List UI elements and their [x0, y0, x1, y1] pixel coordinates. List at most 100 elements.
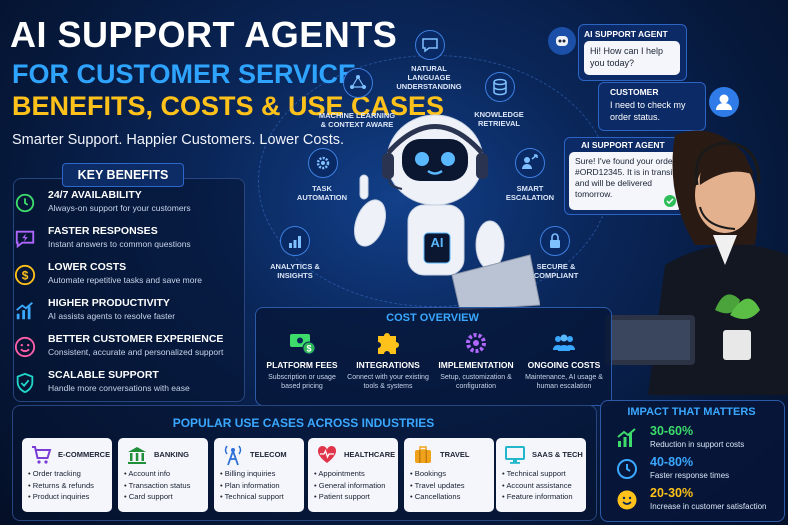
customer-chat-panel: CUSTOMER I need to check my order status… [598, 82, 706, 131]
list-item: • Technical support [502, 469, 566, 478]
capability-label: KNOWLEDGE RETRIEVAL [474, 110, 524, 128]
capability-label: SMART ESCALATION [505, 184, 555, 202]
agent-message: Sure! I've found your order #ORD12345. I… [569, 152, 682, 210]
tagline: Smarter Support. Happier Customers. Lowe… [12, 132, 345, 148]
benefit-item: BETTER CUSTOMER EXPERIENCE Consistent, a… [6, 332, 228, 366]
list-item: • Technical support [220, 492, 284, 501]
bank-icon [128, 447, 146, 464]
use-case-title: TRAVEL [440, 450, 470, 459]
benefit-title: LOWER COSTS [48, 261, 127, 273]
network-icon [343, 68, 373, 98]
cart-icon [32, 446, 52, 464]
cost-desc: Setup, customization & configuration [440, 374, 512, 390]
clock-24-icon [15, 193, 35, 213]
robot-illustration [353, 114, 540, 310]
shield-check-icon [16, 372, 34, 394]
list-item: • Appointments [314, 469, 365, 478]
support-agent-person-illustration [605, 130, 788, 395]
use-case-card: HEALTHCARE • Appointments • General info… [308, 438, 398, 512]
impact-desc: Increase in customer satisfaction [650, 502, 767, 511]
list-item: • Product inquiries [28, 492, 90, 501]
agent-chat-panel-1: AI SUPPORT AGENT Hi! How can I help you … [578, 24, 687, 81]
benefit-item: SCALABLE SUPPORT Handle more conversatio… [6, 368, 228, 402]
list-item: • Cancellations [410, 492, 461, 501]
suitcase-icon [415, 446, 431, 463]
benefit-desc: AI assists agents to resolve faster [48, 311, 176, 321]
agent-message: Hi! How can I help you today? [584, 41, 680, 75]
person-arrow-icon [515, 148, 545, 178]
benefit-desc: Always-on support for your customers [48, 203, 191, 213]
list-item: • Plan information [220, 480, 280, 490]
agent-chat-panel-2: AI SUPPORT AGENT Sure! I've found your o… [564, 137, 687, 215]
smile-icon [14, 336, 36, 358]
smile-icon [617, 490, 637, 510]
benefit-item: HIGHER PRODUCTIVITY AI assists agents to… [6, 296, 228, 330]
key-benefits-panel [13, 178, 245, 402]
monitor-icon [505, 446, 525, 464]
list-item: • General information [314, 480, 386, 490]
list-item: • Account info [124, 469, 171, 478]
capability-label: ANALYTICS & INSIGHTS [270, 262, 320, 280]
use-case-card: BANKING • Account info • Transaction sta… [118, 438, 208, 512]
impact-value: 40-80% [650, 455, 694, 469]
cost-desc: Connect with your existing tools & syste… [347, 374, 429, 390]
impact-item: 30-60% Reduction in support costs [612, 424, 782, 454]
impact-desc: Reduction in support costs [650, 440, 745, 449]
list-item: • Billing inquiries [220, 469, 276, 478]
lightning-chat-icon [15, 230, 35, 249]
impact-desc: Faster response times [650, 471, 730, 480]
benefit-title: 24/7 AVAILABILITY [48, 189, 142, 201]
use-case-title: E-COMMERCE [58, 450, 111, 459]
svg-text:$: $ [22, 269, 29, 283]
bar-chart-icon [280, 226, 310, 256]
gear-icon [466, 333, 486, 353]
robot-ai-badge: AI [430, 235, 444, 250]
cost-desc: Subscription or usage based pricing [268, 374, 336, 390]
benefit-title: SCALABLE SUPPORT [48, 369, 159, 381]
title-line-1: AI SUPPORT AGENTS [10, 14, 398, 55]
gear-icon [308, 148, 338, 178]
growth-chart-icon [16, 302, 33, 320]
cost-overview-title: COST OVERVIEW [386, 312, 479, 324]
capability-label: MACHINE LEARNING & CONTEXT AWARE [318, 111, 396, 129]
benefit-title: BETTER CUSTOMER EXPERIENCE [48, 333, 224, 345]
benefit-desc: Instant answers to common questions [48, 239, 191, 249]
list-item: • Transaction status [124, 480, 191, 490]
list-item: • Card support [124, 492, 173, 501]
growth-chart-icon [617, 428, 636, 447]
use-case-list: • Account info • Transaction status • Ca… [124, 468, 190, 503]
clock-icon [617, 459, 637, 479]
impact-title: IMPACT THAT MATTERS [627, 406, 756, 418]
list-item: • Account assistance [502, 480, 572, 490]
database-icon [485, 72, 515, 102]
list-item: • Returns & refunds [28, 480, 94, 490]
puzzle-icon [378, 333, 399, 354]
cost-title: PLATFORM FEES [266, 360, 338, 370]
check-icon [664, 195, 676, 207]
cost-item: INTEGRATIONS Connect with your existing … [344, 330, 432, 391]
benefit-title: HIGHER PRODUCTIVITY [48, 297, 170, 309]
robot-avatar [548, 27, 576, 55]
list-item: • Order tracking [28, 469, 81, 478]
list-item: • Feature information [502, 492, 573, 501]
customer-label: CUSTOMER [610, 87, 659, 97]
money-icon: $ [290, 334, 316, 355]
cost-title: INTEGRATIONS [356, 360, 420, 370]
use-cases-title: POPULAR USE CASES ACROSS INDUSTRIES [172, 416, 435, 430]
tower-icon [224, 445, 242, 466]
customer-avatar-icon [709, 87, 739, 117]
use-case-title: BANKING [154, 450, 189, 459]
title-line-2: FOR CUSTOMER SERVICE: [12, 59, 366, 89]
use-case-card: E-COMMERCE • Order tracking • Returns & … [22, 438, 112, 512]
capability-label: TASK AUTOMATION [296, 184, 348, 202]
list-item: • Patient support [314, 492, 370, 501]
cost-item: IMPLEMENTATION Setup, customization & co… [432, 330, 520, 391]
use-case-list: • Bookings • Travel updates • Cancellati… [410, 468, 465, 503]
svg-text:$: $ [306, 344, 311, 354]
use-case-list: • Appointments • General information • P… [314, 468, 385, 503]
list-item: • Bookings [410, 469, 447, 478]
impact-value: 20-30% [650, 486, 694, 500]
cost-title: ONGOING COSTS [527, 360, 601, 370]
dollar-coin-icon: $ [14, 264, 36, 286]
